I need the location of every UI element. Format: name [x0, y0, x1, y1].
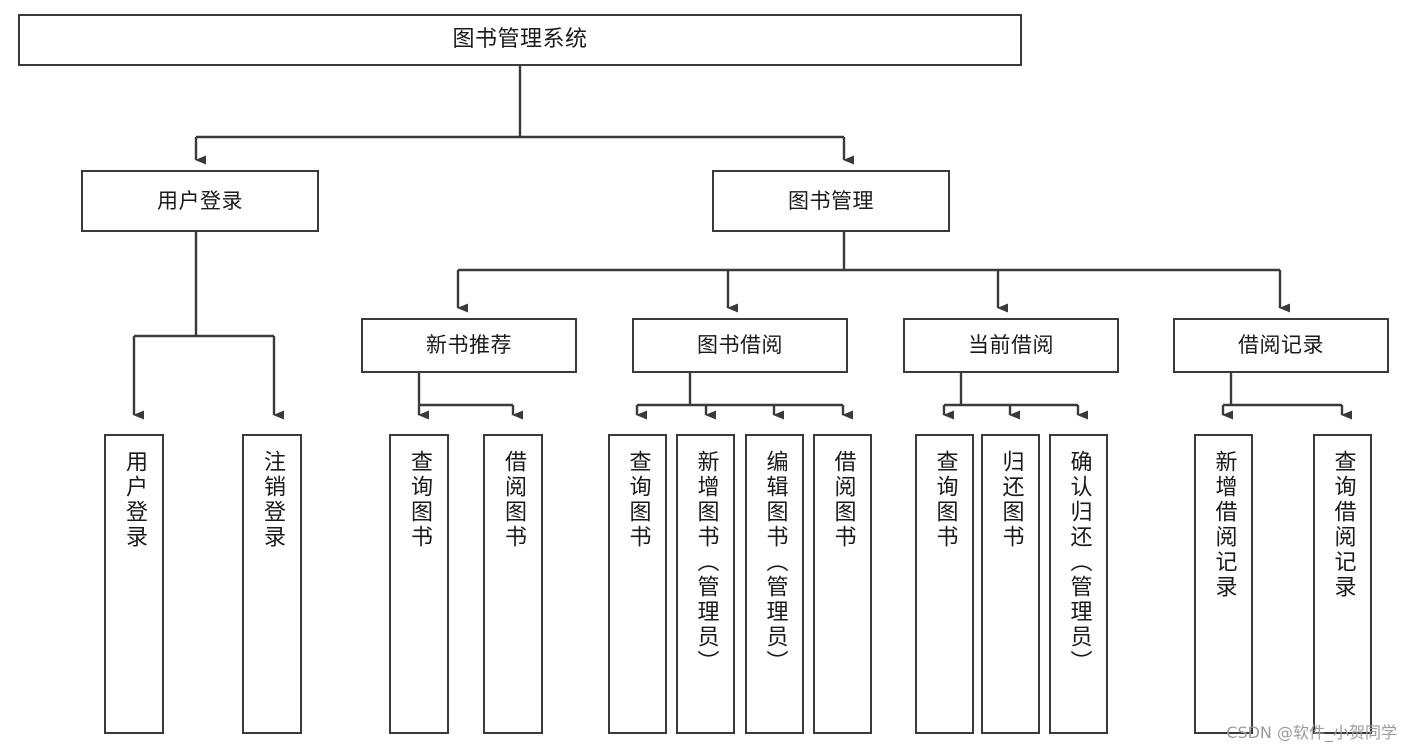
leaf-current-confirm-return-admin[interactable]: 确认归还（管理员）: [1049, 434, 1108, 734]
leaf-records-add-record[interactable]: 新增借阅记录: [1194, 434, 1253, 734]
node-label: 查询图书: [407, 450, 432, 550]
leaf-borrow-add-book-admin[interactable]: 新增图书（管理员）: [676, 434, 735, 734]
node-root-system[interactable]: 图书管理系统: [18, 14, 1022, 66]
leaf-user-login-login[interactable]: 用户登录: [104, 434, 164, 734]
node-book-borrow[interactable]: 图书借阅: [632, 318, 848, 373]
leaf-records-query-record[interactable]: 查询借阅记录: [1313, 434, 1372, 734]
leaf-recommend-query-book[interactable]: 查询图书: [389, 434, 449, 734]
node-label: 查询图书: [932, 450, 958, 550]
leaf-borrow-edit-book-admin[interactable]: 编辑图书（管理员）: [745, 434, 804, 734]
leaf-current-query-book[interactable]: 查询图书: [915, 434, 974, 734]
node-label: 图书管理: [788, 188, 874, 213]
leaf-user-login-logout[interactable]: 注销登录: [242, 434, 302, 734]
leaf-borrow-query-book[interactable]: 查询图书: [608, 434, 667, 734]
node-label: 确认归还（管理员）: [1066, 450, 1092, 675]
leaf-current-return-book[interactable]: 归还图书: [981, 434, 1040, 734]
node-label: 用户登录: [157, 188, 243, 213]
node-borrow-records[interactable]: 借阅记录: [1173, 318, 1389, 373]
node-label: 查询借阅记录: [1330, 450, 1356, 600]
node-label: 用户登录: [122, 450, 147, 550]
node-new-book-recommend[interactable]: 新书推荐: [361, 318, 577, 373]
node-label: 新增借阅记录: [1211, 450, 1237, 600]
leaf-recommend-borrow-book[interactable]: 借阅图书: [483, 434, 543, 734]
node-label: 归还图书: [998, 450, 1024, 550]
node-label: 编辑图书（管理员）: [762, 450, 788, 675]
node-label: 借阅记录: [1238, 333, 1324, 358]
node-label: 图书管理系统: [452, 27, 588, 53]
node-label: 新书推荐: [426, 333, 512, 358]
node-label: 借阅图书: [501, 450, 526, 550]
node-user-login[interactable]: 用户登录: [81, 170, 319, 232]
csdn-watermark: CSDN @软件_小贺同学: [1226, 723, 1397, 742]
node-label: 借阅图书: [830, 450, 856, 550]
node-label: 新增图书（管理员）: [693, 450, 719, 675]
leaf-borrow-borrow-book[interactable]: 借阅图书: [813, 434, 872, 734]
node-current-borrow[interactable]: 当前借阅: [903, 318, 1119, 373]
node-label: 查询图书: [625, 450, 651, 550]
node-book-management[interactable]: 图书管理: [712, 170, 950, 232]
node-label: 当前借阅: [968, 333, 1054, 358]
node-label: 注销登录: [260, 450, 285, 550]
node-label: 图书借阅: [697, 333, 783, 358]
